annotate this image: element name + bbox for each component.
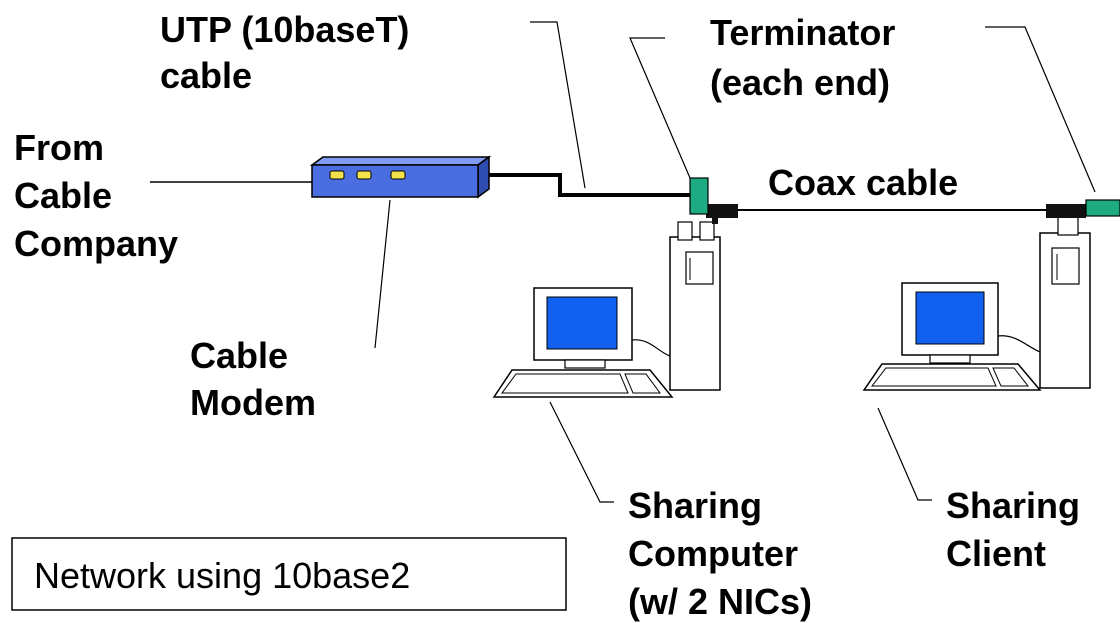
from-label-line-2: Cable <box>14 175 112 216</box>
modem-top-face <box>309 156 492 166</box>
sharing-client <box>862 199 1120 391</box>
sharing-client-keyboard <box>862 363 1042 391</box>
from-label-line-3: Company <box>14 223 178 264</box>
sharing-client-t-connector <box>1046 204 1086 218</box>
client-keyboard-keys-pad <box>992 367 1030 387</box>
sharing-computer-keyboard <box>492 369 674 398</box>
terminator-right-leader-line <box>985 26 1096 193</box>
client-keyboard-keys-main <box>870 367 997 387</box>
coax-label: Coax cable <box>768 162 958 203</box>
modem-side-face <box>477 155 490 199</box>
modem-front-face <box>311 164 479 198</box>
terminator-label-line-1: Terminator <box>710 12 895 53</box>
terminator-label-line-2: (each end) <box>710 62 890 103</box>
caption-text: Network using 10base2 <box>34 555 410 596</box>
sharing-computer-label-line-3: (w/ 2 NICs) <box>628 581 812 622</box>
keyboard-keys-main <box>501 373 629 394</box>
terminator-left <box>689 177 709 215</box>
cable-modem <box>309 155 492 199</box>
t-connector-stem <box>712 214 718 224</box>
sharing-computer-label-line-1: Sharing <box>628 485 762 526</box>
sharing-client-monitor-base <box>929 354 971 364</box>
sharing-computer-monitor-base <box>564 359 606 369</box>
terminator-right <box>1085 199 1120 217</box>
sharing-computer-t-connector <box>706 204 738 218</box>
sharing-computer-nic-slot-2 <box>699 221 715 241</box>
terminator-left-leader-line <box>629 37 691 179</box>
sharing-client-label-line-1: Sharing <box>946 485 1080 526</box>
modem-led-2 <box>356 170 372 180</box>
modem-label-line-2: Modem <box>190 382 316 423</box>
keyboard-keys-pad <box>624 373 661 394</box>
utp-label-line-1: UTP (10baseT) <box>160 9 409 50</box>
modem-led-3 <box>390 170 406 180</box>
sharing-client-cable <box>997 335 1041 353</box>
modem-leader-line <box>374 199 391 349</box>
caption-box: Network using 10base2 <box>11 537 567 611</box>
utp-label-line-2: cable <box>160 55 252 96</box>
sharing-client-drive-bay <box>1051 247 1080 285</box>
utp-cable-line <box>487 173 702 210</box>
sharing-computer-nic-slot-1 <box>677 221 693 241</box>
sharing-client-leader-line <box>877 407 932 501</box>
sharing-client-screen <box>915 291 985 345</box>
modem-led-1 <box>329 170 345 180</box>
sharing-computer-screen <box>546 296 618 350</box>
from-label-line-1: From <box>14 127 104 168</box>
sharing-computer-leader-line <box>549 401 614 503</box>
utp-leader-line <box>530 21 586 189</box>
sharing-computer <box>492 177 738 398</box>
sharing-client-label-line-2: Client <box>946 533 1046 574</box>
sharing-computer-cable <box>631 339 671 357</box>
modem-label-line-1: Cable <box>190 335 288 376</box>
sharing-computer-label-line-2: Computer <box>628 533 798 574</box>
